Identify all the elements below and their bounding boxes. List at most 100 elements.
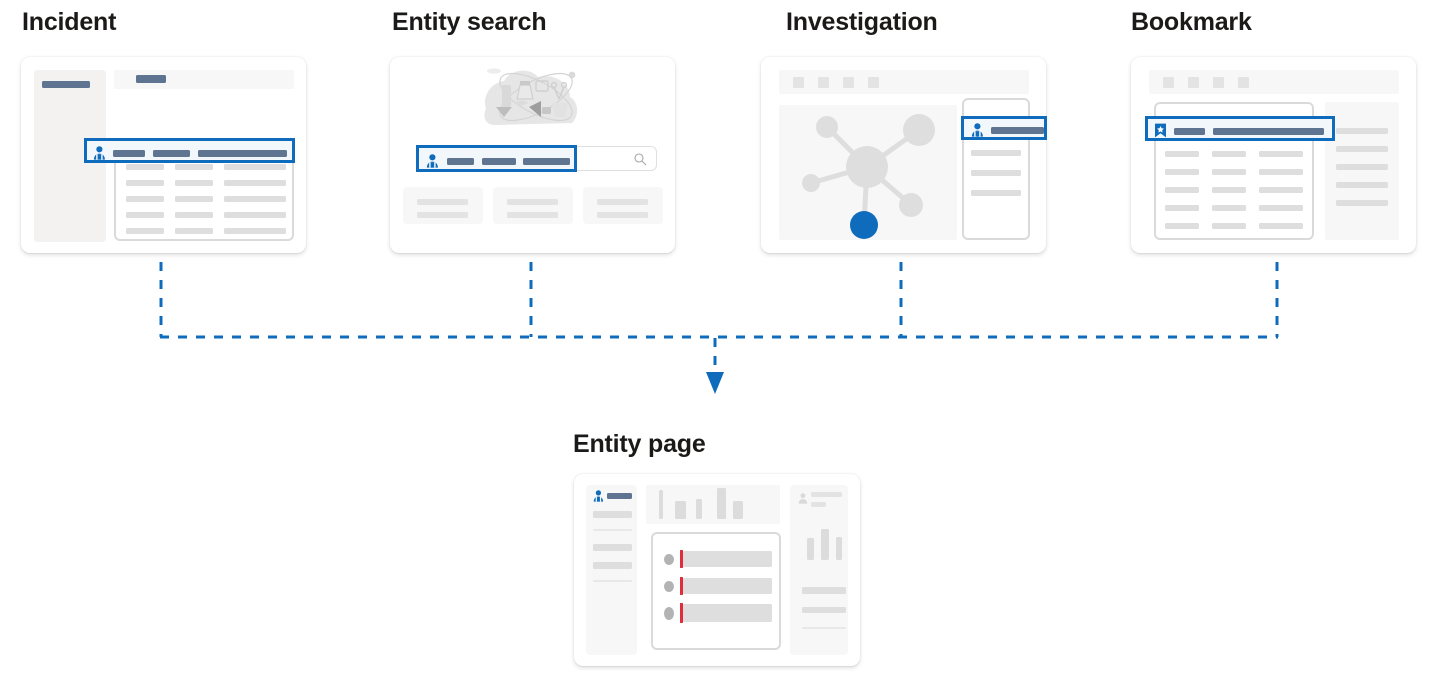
result-tile[interactable] (493, 187, 573, 224)
alert-severity-bar (680, 577, 683, 595)
bookmark-row-highlight[interactable] (1145, 116, 1335, 141)
graph-node-center (846, 146, 888, 188)
table-row (224, 196, 286, 202)
table-row (224, 180, 286, 186)
chart-bar (733, 501, 743, 519)
table-row (1212, 151, 1246, 157)
table-row (1259, 151, 1303, 157)
alert-severity-bar (680, 550, 683, 568)
nav-item[interactable] (593, 544, 632, 551)
result-tile[interactable] (583, 187, 663, 224)
down-arrow-icon (706, 372, 724, 394)
query-token (447, 158, 474, 165)
query-token (482, 158, 516, 165)
right-panel-divider (802, 627, 846, 629)
incident-nav-title (42, 81, 90, 88)
alert-status-dot (664, 581, 674, 592)
nav-item[interactable] (593, 511, 632, 518)
node-title-investigation: Investigation (786, 8, 938, 36)
result-tile-line (417, 212, 468, 218)
alert-severity-bar (680, 603, 683, 623)
result-tile[interactable] (403, 187, 483, 224)
incident-header-strip (114, 70, 294, 89)
entity-row-highlight-search[interactable] (416, 145, 577, 172)
bookmark-side-panel (1325, 102, 1399, 240)
alert-row-content (683, 604, 772, 622)
chart-bar (675, 501, 686, 519)
person-icon (426, 154, 438, 168)
graph-node (903, 114, 935, 146)
detail-row (971, 190, 1021, 196)
table-row (224, 212, 286, 218)
table-row (224, 228, 286, 234)
table-row (126, 212, 164, 218)
table-row (224, 164, 286, 170)
table-row (1259, 169, 1303, 175)
card-entity-page[interactable] (574, 474, 860, 666)
investigation-graph[interactable] (779, 105, 957, 240)
toolbar-button[interactable] (793, 77, 804, 88)
card-investigation[interactable] (761, 57, 1047, 253)
result-tile-line (507, 212, 558, 218)
entity-right-panel (790, 485, 848, 655)
right-panel-row (802, 587, 846, 594)
bookmark-field (1174, 128, 1205, 135)
table-row (1165, 169, 1199, 175)
query-token (523, 158, 570, 165)
right-panel-line (811, 492, 842, 497)
table-row (1165, 187, 1199, 193)
node-title-entity-page: Entity page (573, 430, 706, 458)
toolbar-button[interactable] (1213, 77, 1224, 88)
alert-row-content (683, 578, 772, 594)
table-row (126, 164, 164, 170)
detail-row (971, 170, 1021, 176)
person-small-icon (798, 493, 808, 504)
entity-timeline-chart (646, 485, 780, 524)
search-hero-illustration (484, 68, 578, 125)
nav-item[interactable] (593, 562, 632, 569)
table-row (175, 164, 213, 170)
entity-field (198, 150, 287, 157)
magnifier-icon (634, 153, 647, 166)
side-row (1336, 164, 1388, 170)
card-incident[interactable] (21, 57, 306, 253)
bookmark-icon (1155, 123, 1166, 138)
detail-row (971, 150, 1021, 156)
toolbar-button[interactable] (1238, 77, 1249, 88)
entity-row-highlight-investigation[interactable] (961, 116, 1047, 140)
table-row (1259, 223, 1303, 229)
toolbar-button[interactable] (868, 77, 879, 88)
table-row (175, 212, 213, 218)
toolbar-button[interactable] (843, 77, 854, 88)
graph-node (802, 174, 820, 192)
alert-status-dot (664, 607, 674, 620)
card-bookmark[interactable] (1131, 57, 1416, 253)
alert-row-content (683, 551, 772, 567)
table-row (1212, 205, 1246, 211)
result-tile-line (597, 199, 648, 205)
card-entity-search[interactable] (390, 57, 675, 253)
side-row (1336, 128, 1388, 134)
toolbar-button[interactable] (1188, 77, 1199, 88)
graph-node (899, 193, 923, 217)
right-panel-row (802, 607, 846, 613)
person-icon (971, 123, 983, 137)
toolbar-button[interactable] (818, 77, 829, 88)
chart-bar (659, 490, 663, 519)
table-row (1212, 169, 1246, 175)
table-row (1212, 187, 1246, 193)
bookmark-field (1213, 128, 1324, 135)
table-row (1259, 187, 1303, 193)
side-row (1336, 182, 1388, 188)
entity-row-highlight-incident[interactable] (84, 138, 295, 163)
person-icon (593, 490, 604, 502)
table-row (175, 228, 213, 234)
toolbar-button[interactable] (1163, 77, 1174, 88)
result-tile-line (507, 199, 558, 205)
chart-bar (717, 488, 726, 519)
person-icon (93, 146, 105, 160)
result-tile-line (417, 199, 468, 205)
entity-field (153, 150, 190, 157)
